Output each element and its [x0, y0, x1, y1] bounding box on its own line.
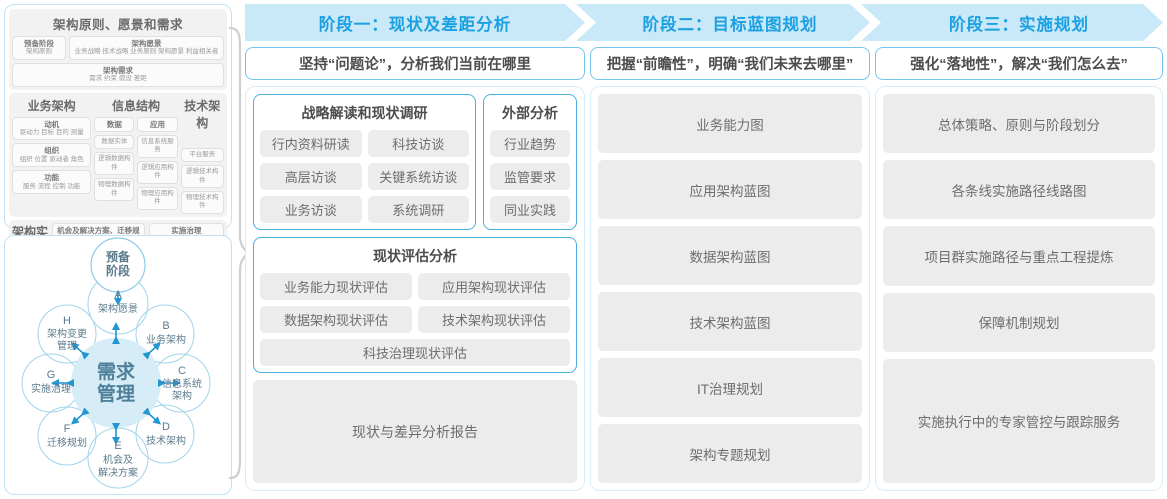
gap-analysis-report-chip[interactable]: 现状与差异分析报告 [253, 380, 577, 483]
cycle-node-f-label: 迁移规划 [47, 436, 87, 449]
chip-assurance-mechanism[interactable]: 保障机制规划 [883, 292, 1155, 352]
cycle-node-h-label-1: 架构变更 [47, 327, 87, 340]
chip-arch-topic-plan[interactable]: 架构专题规划 [598, 424, 862, 483]
chip-business-capability-map[interactable]: 业务能力图 [598, 94, 862, 153]
cycle-node-d-label: 技术架构 [146, 434, 186, 447]
stage-2-body: 业务能力图 应用架构蓝图 数据架构蓝图 技术架构蓝图 IT治理规划 架构专题规划 [590, 86, 870, 491]
stage-3: 阶段三：实施规划 强化“落地性”，解决“我们怎么去” 总体策略、原则与阶段划分 … [875, 4, 1163, 491]
chip-expert-control-service[interactable]: 实施执行中的专家管控与跟踪服务 [883, 358, 1155, 484]
architecture-vision-box: 架构愿景 业务战略 技术战略 业务原则 架构愿景 利益相关者 [69, 36, 224, 60]
function-box: 功能 服务 流程 控制 功能 [12, 170, 92, 195]
chip-internal-docs[interactable]: 行内资料研读 [260, 130, 362, 157]
architecture-requirement-sub: 需求 约束 假设 差距 [89, 75, 147, 83]
cycle-node-c-label-1: 信息系统 [162, 377, 202, 390]
togaf-framework-panel: 架构原则、愿景和需求 预备阶段 架构原则 架构愿景 业务战略 技术战略 业务原则… [4, 4, 232, 259]
chip-it-governance-assess[interactable]: 科技治理现状评估 [260, 339, 570, 366]
chip-key-system-interview[interactable]: 关键系统访谈 [367, 163, 469, 190]
information-structure-header: 信息结构 [111, 98, 160, 113]
architecture-domains-group: 业务架构 动机 驱动力 目标 目的 测量 组织 组织 位置 驱动者 角色 [9, 92, 227, 217]
chip-overall-strategy[interactable]: 总体策略、原则与阶段划分 [883, 94, 1155, 154]
adm-cycle-diagram: 预备 阶段 需求 管理 A 架构愿景 B 业务架构 C 信息系统 架构 D 技术… [21, 237, 211, 489]
chip-program-roadmap[interactable]: 项目群实施路径与重点工程提炼 [883, 226, 1155, 286]
information-structure-column: 信息结构 数据 数据实体 逻辑数据构件 物理数据构件 应用 信息系统服务 [94, 96, 178, 214]
chip-regulatory-requirement[interactable]: 监管要求 [490, 163, 570, 190]
architecture-requirement-box: 架构需求 需求 约束 假设 差距 [12, 62, 224, 87]
stage-2-subtitle: 把握“前瞻性”，明确“我们未来去哪里” [590, 47, 870, 80]
external-analysis-title: 外部分析 [502, 105, 558, 121]
cycle-node-e-label-1: 机会及 [103, 453, 133, 466]
cycle-node-g-key: G [47, 369, 56, 381]
cycle-node-c-key: C [178, 365, 186, 377]
prep-phase-sub: 架构原则 [26, 48, 52, 56]
chip-exec-interview[interactable]: 高层访谈 [260, 163, 362, 190]
stage-3-header: 阶段三：实施规划 [861, 4, 1163, 41]
cycle-node-f-key: F [64, 423, 71, 435]
stage-3-subtitle: 强化“落地性”，解决“我们怎么去” [875, 47, 1163, 80]
cycle-node-h-label-2: 管理 [57, 339, 77, 352]
chip-line-roadmap[interactable]: 各条线实施路径线路图 [883, 160, 1155, 220]
strategy-research-title: 战略解读和现状调研 [301, 105, 428, 121]
stage-1: 阶段一：现状及差距分析 坚持“问题论”，分析我们当前在哪里 战略解读和现状调研 … [245, 4, 585, 491]
chip-application-arch-assess[interactable]: 应用架构现状评估 [418, 273, 570, 300]
stage-2: 阶段二：目标蓝图规划 把握“前瞻性”，明确“我们未来去哪里” 业务能力图 应用架… [590, 4, 870, 491]
architecture-vision-sub: 业务战略 技术战略 业务原则 架构愿景 利益相关者 [74, 48, 219, 56]
chip-tech-arch-assess[interactable]: 技术架构现状评估 [418, 306, 570, 333]
organization-box: 组织 组织 位置 驱动者 角色 [12, 143, 92, 168]
chip-application-arch-blueprint[interactable]: 应用架构蓝图 [598, 160, 862, 219]
business-architecture-header: 业务架构 [27, 98, 76, 113]
chip-peer-practice[interactable]: 同业实践 [490, 196, 570, 223]
strategy-research-card: 战略解读和现状调研 行内资料研读 科技访谈 高层访谈 关键系统访谈 业务访谈 系 [253, 94, 476, 230]
cycle-node-b-key: B [162, 320, 169, 332]
chip-business-interview[interactable]: 业务访谈 [260, 196, 362, 223]
business-architecture-column: 业务架构 动机 驱动力 目标 目的 测量 组织 组织 位置 驱动者 角色 [12, 96, 92, 214]
left-column: 架构原则、愿景和需求 预备阶段 架构原则 架构愿景 业务战略 技术战略 业务原则… [4, 4, 232, 495]
chip-business-capability-assess[interactable]: 业务能力现状评估 [260, 273, 412, 300]
cycle-center-label-2: 管理 [97, 382, 135, 405]
cycle-node-e-key: E [114, 440, 121, 452]
stage-1-body: 战略解读和现状调研 行内资料研读 科技访谈 高层访谈 关键系统访谈 业务访谈 系 [245, 86, 585, 491]
architecture-vision-title: 架构愿景 [131, 39, 162, 48]
chip-industry-trend[interactable]: 行业趋势 [490, 130, 570, 157]
cycle-node-e-label-2: 解决方案 [98, 466, 138, 479]
technology-architecture-header: 技术架构 [184, 98, 221, 130]
chip-it-governance-plan[interactable]: IT治理规划 [598, 358, 862, 417]
chip-data-arch-assess[interactable]: 数据架构现状评估 [260, 306, 412, 333]
data-subcolumn: 数据 数据实体 逻辑数据构件 物理数据构件 [94, 116, 135, 210]
technology-architecture-column: 技术架构 平台服务 逻辑技术构件 物理技术构件 [180, 96, 224, 214]
stage-1-subtitle: 坚持“问题论”，分析我们当前在哪里 [245, 47, 585, 80]
motivation-box: 动机 驱动力 目标 目的 测量 [12, 116, 92, 141]
cycle-node-h-key: H [63, 315, 71, 327]
togaf-top-title: 架构原则、愿景和需求 [52, 18, 183, 32]
application-subcolumn: 应用 信息系统服务 逻辑应用构件 物理应用构件 [137, 116, 178, 210]
stage-2-header: 阶段二：目标蓝图规划 [576, 4, 870, 41]
chip-system-survey[interactable]: 系统调研 [367, 196, 469, 223]
cycle-node-a-key: A [114, 289, 122, 301]
stage-3-body: 总体策略、原则与阶段划分 各条线实施路径线路图 项目群实施路径与重点工程提炼 保… [875, 86, 1163, 491]
cycle-node-b-label: 业务架构 [146, 333, 186, 346]
chip-tech-arch-blueprint[interactable]: 技术架构蓝图 [598, 292, 862, 351]
current-state-assessment-title: 现状评估分析 [373, 248, 457, 264]
prep-phase-box: 预备阶段 架构原则 [12, 36, 66, 60]
chip-tech-interview[interactable]: 科技访谈 [367, 130, 469, 157]
cycle-center-label-1: 需求 [97, 360, 136, 383]
cycle-prep-label-2: 阶段 [106, 263, 131, 278]
cycle-prep-label-1: 预备 [106, 249, 131, 264]
adm-cycle-panel: 预备 阶段 需求 管理 A 架构愿景 B 业务架构 C 信息系统 架构 D 技术… [4, 235, 232, 495]
chip-data-arch-blueprint[interactable]: 数据架构蓝图 [598, 226, 862, 285]
architecture-requirement-title: 架构需求 [103, 65, 133, 75]
cycle-node-c-label-2: 架构 [172, 389, 192, 402]
external-analysis-card: 外部分析 行业趋势 监管要求 同业实践 [483, 94, 577, 230]
prep-phase-title: 预备阶段 [24, 39, 54, 48]
architecture-principles-group: 架构原则、愿景和需求 预备阶段 架构原则 架构愿景 业务战略 技术战略 业务原则… [9, 9, 227, 90]
stage-1-header: 阶段一：现状及差距分析 [245, 4, 585, 41]
cycle-node-a-label: 架构愿景 [98, 302, 138, 315]
cycle-node-g-label: 实施治理 [31, 382, 71, 395]
cycle-node-d-key: D [162, 421, 170, 433]
current-state-assessment-card: 现状评估分析 业务能力现状评估 应用架构现状评估 数据架构现状评估 技术架构现状… [253, 237, 577, 373]
